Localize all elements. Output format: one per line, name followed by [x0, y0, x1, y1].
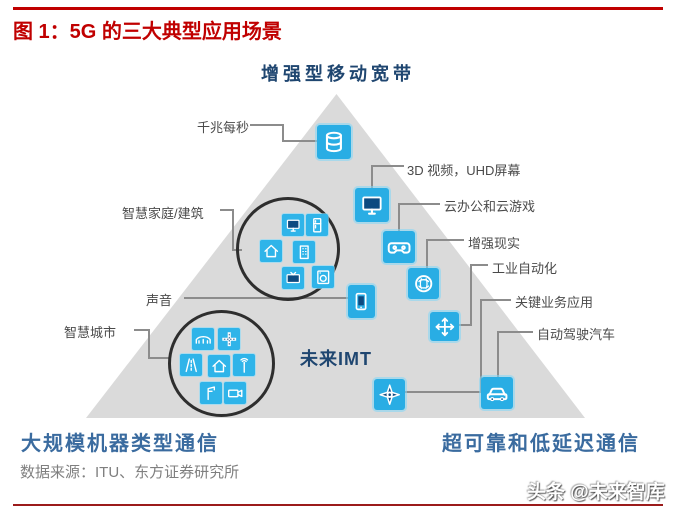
smart-home-cluster [236, 197, 340, 301]
washing-machine-icon [312, 266, 334, 288]
database-icon [317, 125, 351, 159]
cross-arrows-icon [430, 312, 459, 341]
top-rule [13, 7, 663, 10]
label-smart-home: 智慧家庭/建筑 [122, 206, 204, 221]
connector-voice [184, 297, 348, 299]
data-source: 数据来源：ITU、东方证券研究所 [20, 464, 240, 481]
connector-mission [404, 391, 482, 393]
label-industry: 工业自动化 [492, 261, 558, 276]
camera-icon [224, 382, 246, 404]
label-ar: 增强现实 [468, 236, 521, 251]
label-future-imt: 未来IMT [300, 349, 372, 369]
connector-car [497, 331, 499, 378]
compass-icon [374, 379, 405, 410]
connector-industry [457, 324, 471, 326]
tv-icon [282, 267, 304, 289]
smart-city-cluster [168, 310, 275, 417]
connector-industry [470, 264, 472, 326]
label-gbps: 千兆每秒 [197, 120, 250, 135]
monitor-icon [355, 188, 389, 222]
highway-icon [180, 354, 202, 376]
connector-smart-city [148, 357, 171, 359]
refrigerator-icon [306, 214, 328, 236]
connector-car [497, 331, 533, 333]
figure-title: 图 1：5G 的三大典型应用场景 [13, 21, 282, 43]
monitor-icon [282, 214, 304, 236]
connector-gbps [250, 124, 284, 126]
connector-smart-home [220, 209, 234, 211]
connector-mission [480, 299, 482, 393]
phone-icon [348, 285, 375, 318]
ar-globe-icon [408, 268, 439, 299]
connector-cloud [398, 203, 400, 231]
connector-ar [426, 239, 428, 269]
connector-cloud [398, 203, 440, 205]
vr-headset-icon [383, 231, 415, 263]
label-mission: 关键业务应用 [515, 295, 594, 310]
intersection-icon [218, 328, 240, 350]
label-embb: 增强型移动宽带 [261, 64, 415, 84]
label-self-driving: 自动驾驶汽车 [537, 327, 616, 342]
bridge-icon [192, 328, 214, 350]
label-smart-city: 智慧城市 [64, 325, 117, 340]
bottom-rule [13, 504, 663, 506]
label-voice: 声音 [146, 293, 173, 308]
label-mmtc: 大规模机器类型通信 [21, 433, 219, 455]
building-icon [293, 241, 315, 263]
antenna-icon [233, 354, 255, 376]
connector-smart-city [148, 329, 150, 359]
connector-mission [480, 299, 511, 301]
connector-gbps [282, 140, 317, 142]
connector-smart-city [134, 329, 150, 331]
connector-industry [470, 264, 488, 266]
watermark: 头条 @未来智库 [527, 482, 665, 503]
label-3d-video: 3D 视频，UHD屏幕 [407, 163, 521, 178]
connector-ar [426, 239, 464, 241]
house-icon [260, 240, 282, 262]
car-icon [481, 377, 513, 409]
connector-3d-video [371, 165, 373, 189]
house-icon [208, 355, 230, 377]
crane-icon [200, 382, 222, 404]
label-cloud: 云办公和云游戏 [444, 199, 536, 214]
connector-smart-home [232, 209, 234, 251]
connector-gbps [282, 124, 284, 142]
label-urllc: 超可靠和低延迟通信 [442, 433, 640, 455]
connector-3d-video [371, 165, 404, 167]
